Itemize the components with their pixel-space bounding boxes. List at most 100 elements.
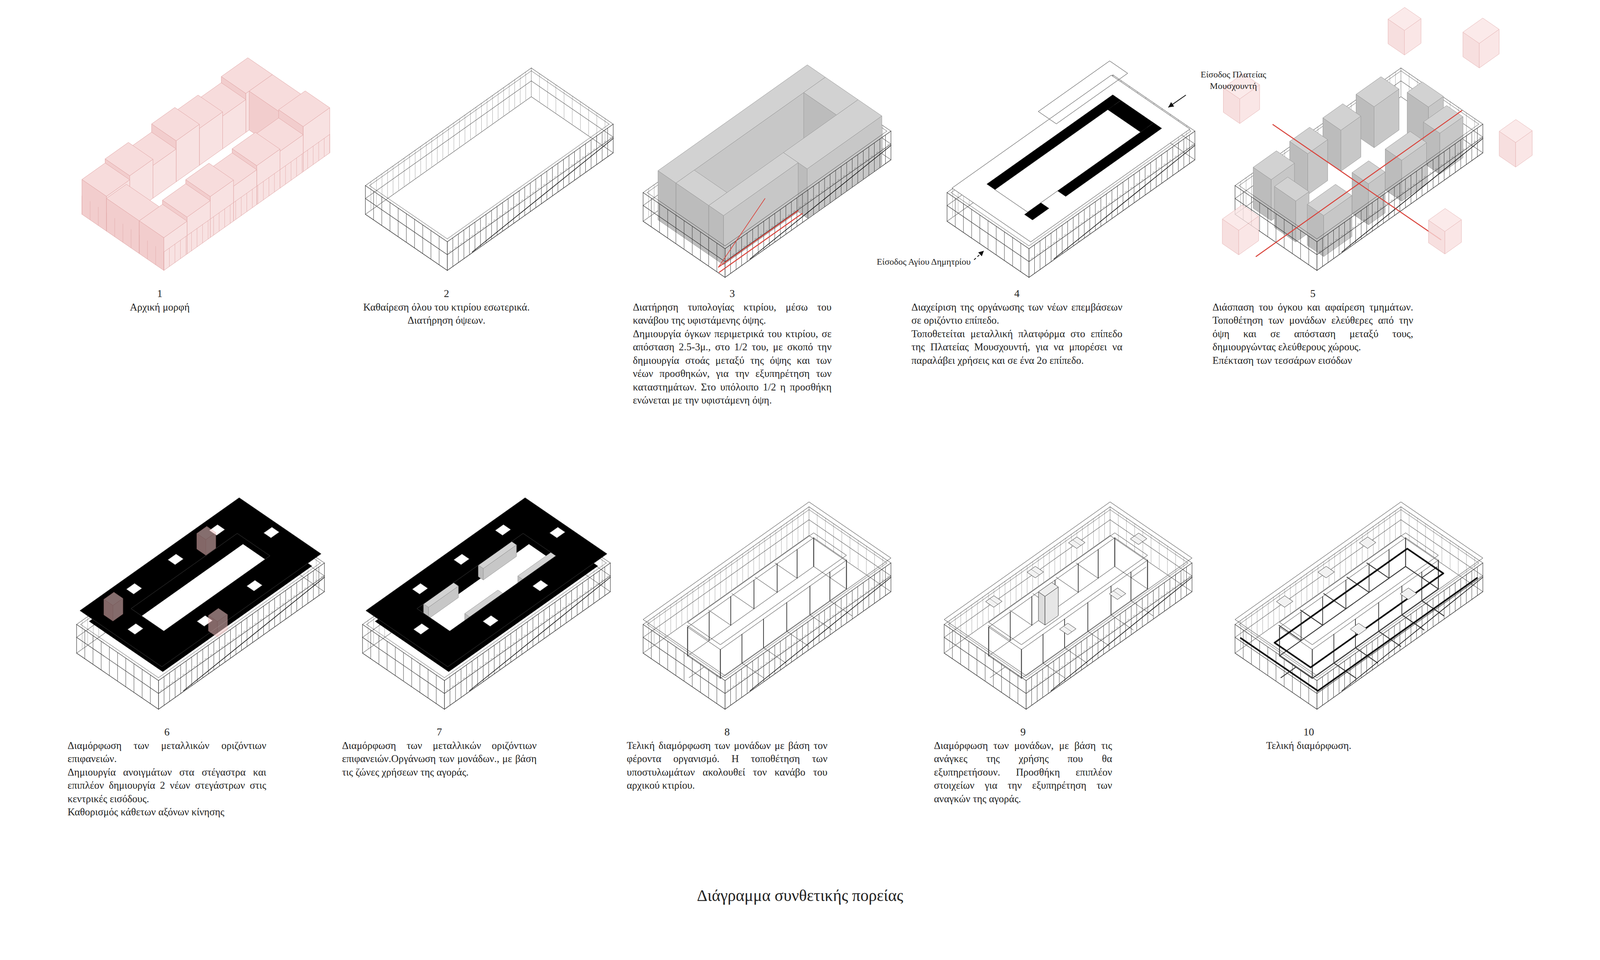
facade-mullion [133, 663, 135, 693]
facade-mullion [431, 138, 433, 168]
facade-edge [447, 124, 614, 242]
facade-mullion [1150, 162, 1152, 192]
facade-detail [1374, 211, 1376, 213]
facade-detail [826, 618, 829, 621]
facade-detail [454, 246, 457, 248]
caption-column: 5Διάσπαση του όγκου και αφαίρεση τμημάτω… [1212, 286, 1414, 368]
facade-edge [647, 509, 810, 625]
facade-mullion [985, 652, 986, 682]
facade-detail [776, 654, 779, 656]
facade-mullion [835, 170, 837, 200]
facade-mullion [1064, 652, 1066, 682]
facade-detail [1429, 172, 1432, 174]
column [1312, 649, 1313, 679]
facade-mullion [1449, 147, 1451, 177]
facade-edge [944, 637, 1027, 694]
facade-mullion [213, 641, 215, 670]
partition-wall [732, 593, 755, 609]
step-number: 5 [1212, 286, 1414, 301]
facade-mullion [651, 198, 652, 227]
facade-detail [1352, 226, 1354, 229]
step-number: 6 [67, 725, 267, 739]
facade-mullion [1361, 210, 1362, 240]
facade-mullion [452, 237, 454, 267]
facade-detail [1185, 147, 1188, 150]
volume-top [1222, 204, 1259, 231]
facade-detail [254, 622, 257, 624]
facade-detail [743, 677, 746, 679]
facade-mullion [708, 237, 710, 267]
facade-edge [1028, 131, 1195, 249]
facade-mullion [1028, 248, 1030, 278]
facade-mullion [809, 506, 810, 536]
facade-detail [831, 183, 834, 185]
facade-mullion [224, 208, 225, 228]
facade-mullion [230, 204, 231, 224]
volume [104, 591, 123, 621]
partition-wall [1280, 666, 1296, 678]
facade-detail [1423, 176, 1426, 178]
facade-mullion [131, 229, 132, 248]
facade-mullion [246, 193, 248, 212]
step-number: 10 [1208, 725, 1410, 739]
facade-mullion [1257, 608, 1258, 638]
facade-edge [725, 562, 887, 678]
facade-mullion [736, 557, 738, 587]
facade-detail [843, 175, 845, 177]
roof-opening [126, 583, 142, 595]
facade-mullion [568, 155, 570, 185]
facade-mullion [555, 602, 556, 631]
facade-mullion [835, 602, 837, 631]
facade-edge [948, 509, 1111, 625]
partition-wall [1130, 600, 1154, 616]
facade-mullion [518, 190, 520, 220]
skylight-line [1072, 539, 1082, 546]
facade-detail [727, 257, 729, 259]
facade-mullion [1178, 142, 1179, 172]
facade-mullion [525, 72, 526, 101]
facade-detail [523, 634, 526, 636]
facade-detail [1146, 175, 1149, 177]
facade-mullion [499, 641, 501, 670]
facade-mullion [1400, 506, 1402, 536]
facade-detail [793, 642, 796, 644]
roof-opening [167, 553, 184, 565]
facade-mullion [1460, 578, 1462, 608]
facade-mullion [1040, 240, 1041, 270]
facade-mullion [1021, 569, 1023, 599]
facade-mullion [675, 215, 677, 244]
facade-edge [647, 192, 726, 246]
facade-mullion [747, 664, 748, 694]
facade-detail [568, 602, 570, 605]
facade-mullion [654, 184, 655, 214]
facade-detail [865, 159, 867, 161]
facade-mullion [1243, 630, 1244, 659]
court-outline [687, 537, 847, 650]
facade-detail [1158, 167, 1160, 169]
facade-detail [1036, 253, 1038, 255]
facade-mullion [174, 668, 176, 698]
facade-detail [1368, 215, 1371, 217]
facade-detail [504, 211, 507, 213]
facade-mullion [1110, 506, 1111, 536]
facade-edge [1316, 591, 1483, 710]
upper-slab [365, 497, 608, 667]
facade-mullion [988, 220, 989, 250]
facade-mullion [87, 616, 89, 646]
facade-mullion [430, 230, 432, 260]
facade-mullion [1183, 138, 1185, 168]
facade-mullion [362, 624, 363, 653]
facade-mullion [488, 649, 490, 678]
step-caption: Διαχείριση της οργάνωσης των νέων επεμβά… [911, 300, 1123, 328]
facade-mullion [1045, 236, 1046, 266]
facade-mullion [1301, 577, 1302, 606]
facade-detail [590, 587, 592, 589]
facade-detail [221, 646, 223, 648]
facade-mullion [1001, 663, 1002, 693]
facade-detail [1133, 614, 1135, 617]
facade-mullion [122, 224, 124, 243]
facade-mullion [1097, 629, 1099, 659]
facade-detail [760, 665, 762, 667]
facade-mullion [466, 664, 467, 694]
